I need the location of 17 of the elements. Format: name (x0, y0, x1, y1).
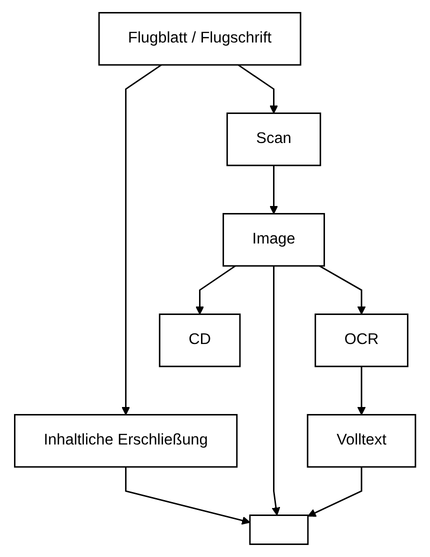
arrow (121, 64, 162, 416)
arrow (318, 265, 366, 315)
arrow (307, 466, 362, 517)
arrow (125, 466, 250, 525)
arrow (195, 265, 236, 315)
arrow (269, 165, 278, 214)
node-box (249, 514, 309, 545)
node-box: Flugblatt / Flugschrift (98, 12, 302, 66)
node-box: Inhaltliche Erschließung (14, 414, 238, 468)
arrow (238, 64, 278, 114)
node-box: Volltext (306, 414, 416, 468)
arrow (357, 366, 366, 416)
node-box: Scan (226, 112, 322, 166)
node-box: CD (158, 314, 241, 368)
arrow (272, 266, 280, 516)
node-box: OCR (314, 314, 408, 368)
node-box: Image (222, 213, 325, 267)
